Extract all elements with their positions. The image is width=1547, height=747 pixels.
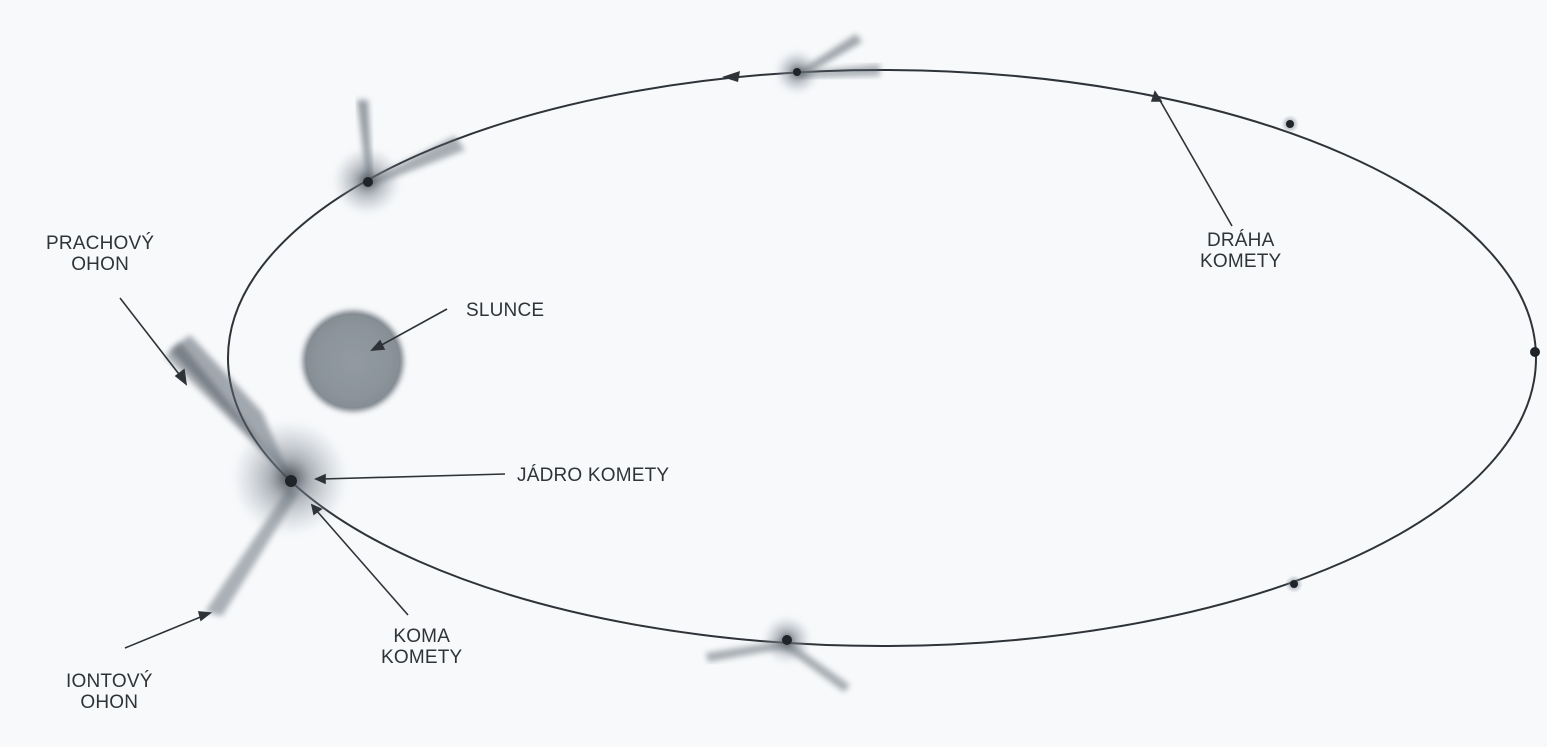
pointer-nucleus	[322, 474, 505, 479]
label-coma-line1: KOMA	[381, 626, 462, 647]
label-orbit-line2: KOMETY	[1200, 251, 1281, 272]
label-dust-tail: PRACHOVÝ OHON	[46, 233, 154, 275]
label-coma: KOMA KOMETY	[381, 626, 462, 668]
comet-bottom	[706, 616, 850, 692]
label-orbit-line1: DRÁHA	[1200, 230, 1281, 251]
label-ion-tail: IONTOVÝ OHON	[66, 671, 153, 713]
label-coma-line2: KOMETY	[381, 647, 462, 668]
pointer-coma	[316, 510, 408, 615]
label-orbit: DRÁHA KOMETY	[1200, 230, 1281, 272]
label-sun-text: SLUNCE	[466, 300, 544, 321]
pointer-orbit	[1158, 97, 1232, 226]
orbit-direction-arrow	[722, 71, 740, 82]
label-nucleus: JÁDRO KOMETY	[517, 465, 669, 486]
label-nucleus-text: JÁDRO KOMETY	[517, 465, 669, 486]
comet-upper-left	[333, 100, 465, 215]
comet-aphelion	[1530, 347, 1540, 357]
pointer-dust-tail	[120, 298, 182, 378]
label-dust-tail-line2: OHON	[46, 254, 154, 275]
label-ion-tail-line2: OHON	[66, 692, 153, 713]
label-ion-tail-line1: IONTOVÝ	[66, 671, 153, 692]
comet-top	[775, 34, 880, 94]
nucleus	[285, 475, 297, 487]
label-dust-tail-line1: PRACHOVÝ	[46, 233, 154, 254]
sun	[303, 311, 403, 411]
pointer-ion-tail	[125, 616, 203, 648]
label-sun: SLUNCE	[466, 300, 544, 321]
